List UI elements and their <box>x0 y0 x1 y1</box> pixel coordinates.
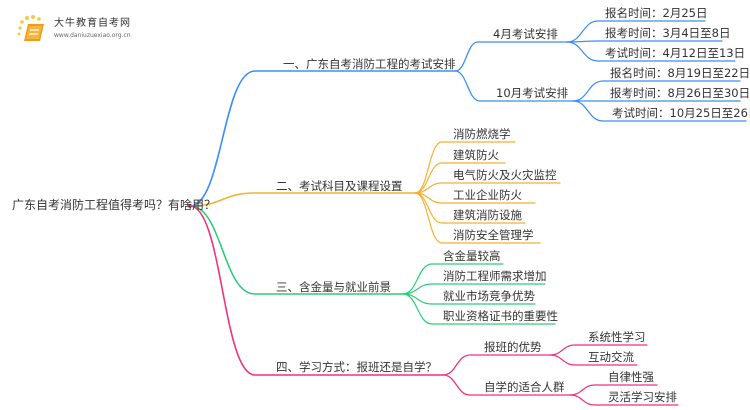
connector-leaf <box>566 20 706 43</box>
root-topic: 广东自考消防工程值得考吗？有啥用？ <box>12 198 217 212</box>
connector-leaf <box>414 141 516 194</box>
sub-april-schedule: 4月考试安排 <box>493 27 558 41</box>
logo-url: www.daniuzuexiao.org.cn <box>54 32 131 39</box>
leaf-subject: 消防安全管理学 <box>453 228 534 242</box>
connector-leaf <box>572 100 747 122</box>
connector-leaf <box>414 182 561 194</box>
leaf-class-advantage: 互动交流 <box>588 350 634 364</box>
root-node-dot <box>188 204 192 208</box>
leaf-subject: 电气防火及火灾监控 <box>453 168 557 182</box>
connector-leaf <box>414 162 506 194</box>
leaf-subject: 建筑防火 <box>453 148 499 162</box>
connector-leaf <box>569 384 658 396</box>
connector-sub <box>454 41 568 72</box>
leaf-prospect: 就业市场竞争优势 <box>443 289 535 303</box>
connector-branch-4 <box>189 205 444 376</box>
leaf-class-advantage: 系统性学习 <box>588 330 646 344</box>
connector-leaf <box>569 394 679 406</box>
branch-value-prospects: 三、含金量与就业前景 <box>276 280 391 294</box>
connector-branch-1 <box>189 70 456 207</box>
leaf-subject: 工业企业防火 <box>453 188 522 202</box>
leaf-prospect: 职业资格证书的重要性 <box>443 309 558 323</box>
leaf-april-apply: 报考时间：3月4日至8日 <box>605 26 731 40</box>
connector-leaf <box>566 41 736 62</box>
leaf-april-exam: 考试时间：4月12日至13日 <box>605 46 746 60</box>
sub-class-advantages: 报班的优势 <box>484 340 542 354</box>
connector-sub <box>442 374 571 396</box>
book-icon <box>14 14 48 44</box>
connector-leaf <box>549 344 648 356</box>
connector-leaf <box>566 40 723 43</box>
connector-sub <box>454 70 574 102</box>
connector-leaf <box>549 354 638 366</box>
leaf-prospect: 消防工程师需求增加 <box>443 269 547 283</box>
connector-leaf <box>402 283 546 295</box>
logo-title: 大牛教育自考网 <box>54 18 131 29</box>
leaf-october-exam: 考试时间：10月25日至26日 <box>612 106 750 120</box>
leaf-self-study-fit: 自律性强 <box>608 370 654 384</box>
leaf-subject: 建筑消防设施 <box>453 208 522 222</box>
leaf-prospect: 含金量较高 <box>443 249 501 263</box>
branch-subjects: 二、考试科目及课程设置 <box>276 179 403 193</box>
connector-branch-2 <box>189 192 416 207</box>
site-logo: 大牛教育自考网 www.daniuzuexiao.org.cn <box>14 14 131 44</box>
connector-leaf <box>402 263 504 295</box>
connector-leaf <box>572 80 741 102</box>
leaf-october-register: 报名时间：8月19日至22日 <box>610 66 750 80</box>
connector-leaf <box>414 192 541 244</box>
connector-branch-3 <box>189 205 404 295</box>
sub-self-study-fit: 自学的适合人群 <box>484 380 565 394</box>
sub-october-schedule: 10月考试安排 <box>496 86 569 100</box>
connector-sub <box>442 354 551 376</box>
branch-study-method: 四、学习方式：报班还是自学？ <box>276 360 437 374</box>
leaf-self-study-fit: 灵活学习安排 <box>608 390 677 404</box>
branch-exam-schedule: 一、广东自考消防工程的考试安排 <box>283 57 456 71</box>
leaf-april-register: 报名时间：2月25日 <box>605 6 708 20</box>
leaf-subject: 消防燃烧学 <box>453 127 511 141</box>
connector-leaf <box>402 293 556 325</box>
leaf-october-apply: 报考时间：8月26日至30日 <box>610 86 750 100</box>
